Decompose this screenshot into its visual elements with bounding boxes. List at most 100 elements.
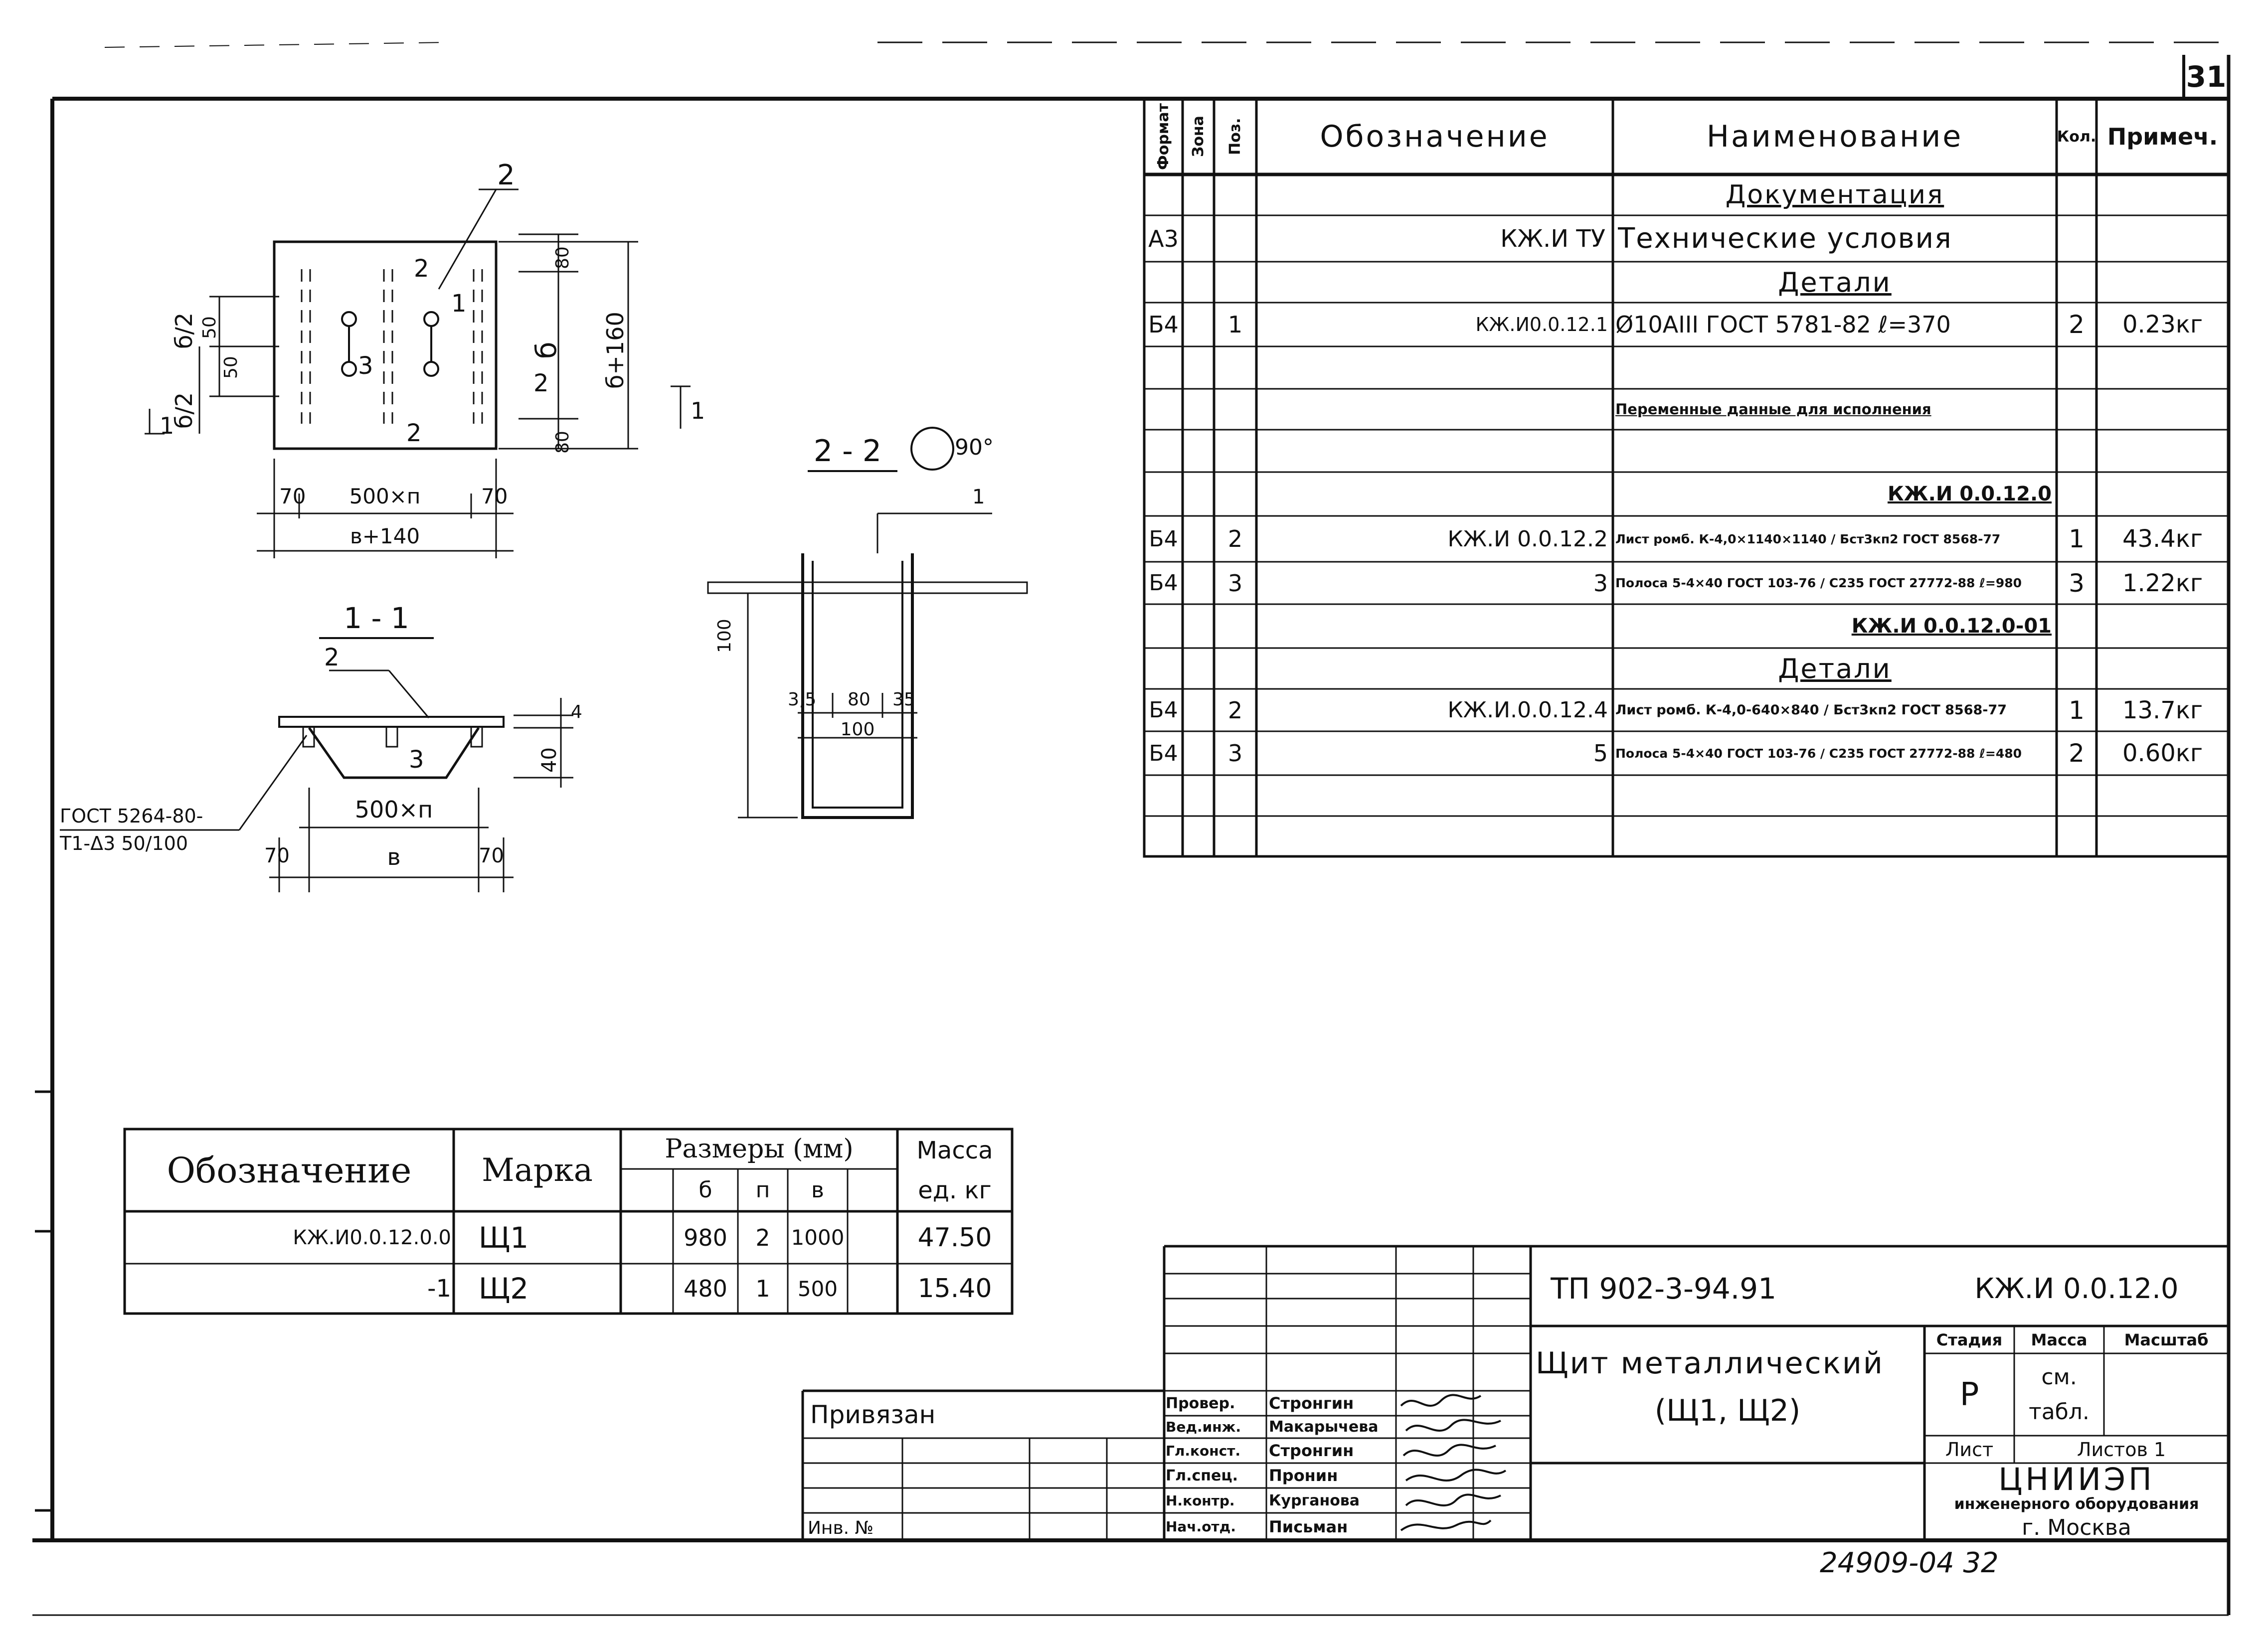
spec-row-note: 13.7кг [2122,696,2203,724]
document-code: КЖ.И 0.0.12.0 [1974,1272,2179,1305]
plan-pos3: 3 [358,352,373,380]
spec-row-format: Б4 [1149,526,1178,552]
section11-pos2: 2 [324,644,340,671]
variants-header-mass: Масса ед. кг [916,1136,993,1204]
spec-row-pos: 2 [1227,525,1243,552]
variants-row-designation: -1 [427,1275,451,1303]
spec-row-pos: 1 [1227,311,1243,338]
plan-view: 2 2 1 3 2 2 б/2 б/2 50 50 80 80 б б+160 … [145,159,705,558]
mass-value: см. табл. [2029,1364,2090,1425]
spec-row-name: Полоса 5-4×40 ГОСТ 103-76 / С235 ГОСТ 27… [1615,576,2022,590]
spec-row-designation: КЖ.И ТУ [1500,224,1605,253]
plan-dim-b: б [530,341,563,359]
section22-dim35b: 35 [892,689,915,710]
spec-row-note: 0.23кг [2122,311,2203,338]
plan-dim80b: 80 [552,431,573,454]
spec-row-format: А3 [1148,225,1179,252]
variants-header-n: п [755,1177,770,1203]
signer-role: Н.контр. [1166,1492,1235,1509]
plan-dim70b: 70 [481,484,508,508]
spec-row-note: 43.4кг [2122,525,2203,553]
plan-pos1: 1 [451,290,467,318]
plan-dim50b: 50 [221,356,241,379]
signer-name: Стронгин [1269,1394,1354,1413]
plan-dim80a: 80 [552,246,573,269]
section22-dim35a: 3,5 [788,689,816,710]
section22-angle: 90° [955,435,994,460]
variants-row-mark: Щ2 [478,1272,529,1306]
spec-row-name: Технические условия [1618,222,1952,255]
spec-row-name: Документация [1725,180,1944,210]
variants-header-designation: Обозначение [167,1150,412,1191]
spec-row-name: Лист ромб. К-4,0×1140×1140 / Бст3кп2 ГОС… [1615,531,2001,546]
variants-row-v: 500 [797,1276,838,1301]
section11-weld-note-2: Т1-Δ3 50/100 [59,832,188,854]
signer-name: Стронгин [1269,1441,1354,1460]
section11-dim-v: в [387,843,400,870]
organization-subtitle: инженерного оборудования [1954,1495,2199,1513]
plan-pos2-bottom: 2 [406,419,422,447]
section11-dim4: 4 [571,702,582,722]
section11-weld-note-1: ГОСТ 5264-80- [60,805,203,827]
bound-label: Привязан [810,1400,936,1429]
plan-pos2-mid: 2 [414,255,429,283]
archive-number: 24909-04 32 [1820,1546,1999,1579]
spec-row-designation: КЖ.И.0.0.12.4 [1447,697,1608,723]
spec-row-qty: 2 [2069,739,2085,768]
variants-row-designation: КЖ.И0.0.12.0.0 [293,1226,451,1249]
signer-role: Провер. [1166,1394,1235,1412]
spec-header-qty: Кол. [2057,128,2096,146]
sheet-number: 31 [2186,60,2227,94]
section22-title: 2 - 2 [814,434,881,469]
plan-half-b-top: б/2 [171,313,197,349]
variants-row-mass: 15.40 [917,1274,992,1304]
organization-name: ЦНИИЭП [1998,1463,2155,1495]
variants-row-n: 1 [755,1275,770,1302]
signer-name: Макарычева [1269,1418,1379,1436]
spec-row-format: Б4 [1148,311,1179,338]
section11-dim70a: 70 [264,844,290,867]
spec-header-designation: Обозначение [1320,119,1550,154]
variants-header-v: в [811,1177,824,1203]
plan-section-mark-b: 1 [691,397,705,424]
spec-row-pos: 3 [1227,740,1243,767]
section22-dim100b: 100 [841,719,875,740]
variants-row-v: 1000 [791,1225,845,1250]
drawing-title-line2: (Щ1, Щ2) [1654,1393,1801,1428]
plan-section-mark-a: 1 [160,412,174,439]
spec-row-note: 1.22кг [2122,569,2203,597]
section11-title: 1 - 1 [344,601,409,635]
plan-dim-b160: б+160 [602,312,629,389]
inventory-number-label: Инв. № [808,1517,874,1538]
section11-dim40: 40 [538,747,561,773]
spec-row-name: Полоса 5-4×40 ГОСТ 103-76 / С235 ГОСТ 27… [1615,746,2022,761]
spec-row-note: 0.60кг [2122,739,2203,767]
spec-row-pos: 3 [1227,569,1243,597]
spec-header-name: Наименование [1706,119,1963,154]
section-2-2: 2 - 2 90° 1 100 3,5 80 35 100 [707,427,1028,819]
spec-row-format: Б4 [1149,740,1178,766]
section11-dim70b: 70 [479,844,504,867]
section22-dim80: 80 [848,689,871,710]
variants-header-mark: Марка [482,1152,593,1189]
signer-role: Гл.конст. [1166,1442,1241,1459]
mass-label: Масса [2031,1330,2088,1349]
spec-row-designation: КЖ.И0.0.12.1 [1475,314,1608,335]
plan-dim70a: 70 [279,484,306,508]
spec-row-name: Лист ромб. К-4,0-640×840 / Бст3кп2 ГОСТ … [1615,702,2007,718]
spec-row-name: Переменные данные для исполнения [1615,401,1931,418]
plan-half-b-bot: б/2 [171,392,197,429]
spec-row-name: КЖ.И 0.0.12.0-01 [1851,615,2052,638]
organization-city: г. Москва [2022,1514,2131,1540]
variants-header-b: б [698,1177,712,1203]
spec-row-pos: 2 [1227,696,1243,724]
signer-name: Курганова [1269,1491,1360,1509]
stage-value: Р [1959,1376,1979,1413]
spec-row-name: Ø10АIII ГОСТ 5781-82 ℓ=370 [1615,311,1951,338]
section22-dim100: 100 [714,619,735,653]
section-1-1: 1 - 1 2 3 4 40 500×п 70 в 70 ГОСТ 5264-8… [59,601,582,892]
spec-row-format: Б4 [1149,570,1178,596]
